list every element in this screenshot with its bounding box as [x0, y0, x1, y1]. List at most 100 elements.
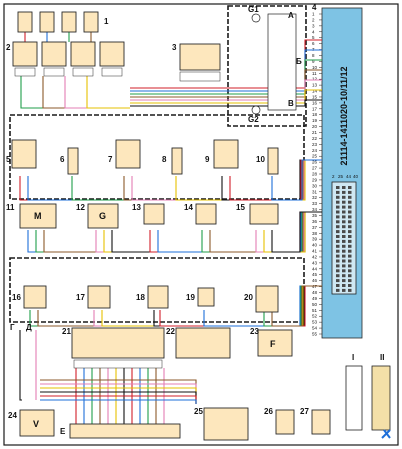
label-6: 6: [60, 155, 65, 164]
label-23: 23: [250, 327, 259, 336]
wire-sensor: [271, 211, 322, 253]
sensor-15: [249, 203, 279, 225]
wire-sensor: [43, 211, 322, 253]
ecu-connector-hole: [336, 269, 340, 273]
label-21: 21: [62, 327, 71, 336]
injectors: [12, 41, 125, 77]
ecu-pin-label: 9: [312, 59, 315, 64]
label-18: 18: [136, 293, 145, 302]
ecu-connector-hole: [336, 259, 340, 263]
ecu-connector-hole: [348, 288, 352, 292]
diagnostic-connector: [69, 423, 181, 439]
ecu-pin-label: 48: [312, 290, 318, 295]
wire-upper-bus: [130, 99, 322, 107]
label-2: 2: [6, 43, 11, 52]
ecu-connector-hole: [348, 274, 352, 278]
ecu-pin-label: 5: [312, 35, 315, 40]
instrument-cluster: [71, 327, 165, 359]
ecu-pin-label: 27: [312, 166, 318, 171]
ecu-connector-hole: [342, 284, 346, 287]
switch-26: [275, 409, 295, 435]
relay-letter-a: A: [288, 11, 294, 20]
ecu-pin-label: 43: [312, 260, 318, 265]
ecu-connector-hole: [342, 279, 346, 283]
ecu-connector-hole: [336, 190, 340, 194]
label-14: 14: [184, 203, 193, 212]
ecu-pin-label: 46: [312, 278, 318, 283]
ecu-pin-label: 24: [312, 148, 318, 153]
ecu-pin-label: 49: [312, 296, 318, 301]
ecu-connector-hole: [342, 259, 346, 263]
wire-sensor: [271, 159, 322, 201]
ecu-connector-hole: [342, 235, 346, 238]
ecu-pin-label: 40: [312, 243, 318, 248]
ecu-connector-hole: [348, 186, 352, 189]
wire-sensor: [35, 211, 322, 253]
label-17: 17: [76, 293, 85, 302]
label-8: 8: [162, 155, 167, 164]
ecu-pin-label: 42: [312, 254, 318, 259]
wire-bundle: [19, 32, 322, 424]
ecu-pin-label: 8: [312, 53, 315, 58]
ecu-connector-hole: [336, 244, 340, 248]
ecu-connector-hole: [342, 190, 346, 194]
ecu-connector-hole: [336, 186, 340, 189]
ignition-coils: [17, 11, 99, 33]
label-3: 3: [172, 43, 177, 52]
ecu-pin-label: 28: [312, 172, 318, 177]
wire-injector: [86, 76, 130, 109]
ecu-pin-label: 38: [312, 231, 318, 236]
ecu-connector-hole: [336, 249, 340, 253]
ecu-connector-hole: [348, 230, 352, 234]
ecu-connector-hole: [336, 264, 340, 268]
label-1: 1: [104, 17, 109, 26]
label-24: 24: [8, 411, 17, 420]
label-10: 10: [256, 155, 265, 164]
label-7: 7: [108, 155, 113, 164]
ecu-connector-hole: [336, 215, 340, 219]
label-4: 4: [312, 3, 317, 12]
ecu-connector-hole: [336, 279, 340, 283]
ecu-pin-label: 4: [312, 29, 315, 34]
ecu-pin-label: 51: [312, 308, 318, 313]
ecu-pin-label: 18: [312, 112, 318, 117]
ecu-connector-hole: [342, 249, 346, 253]
label-11: 11: [6, 203, 15, 212]
terminal-d: Д: [26, 323, 32, 332]
ecu-pin-label: 23: [312, 142, 318, 147]
ecu-pin-label: 14: [312, 89, 318, 94]
ecu-connector-hole: [342, 200, 346, 204]
ecu-pin-label: 29: [312, 177, 318, 182]
label-26: 26: [264, 407, 273, 416]
label-19: 19: [186, 293, 195, 302]
ecu-connector-hole: [336, 239, 340, 243]
ecu-connector-hole: [348, 235, 352, 238]
motor-letter: M: [34, 211, 42, 221]
ecu-connector-hole: [342, 215, 346, 219]
generator-g: [87, 203, 119, 229]
ecu-pin-label: 54: [312, 326, 318, 331]
ecu-connector-hole: [348, 269, 352, 273]
ecu-connector-hole: [342, 195, 346, 199]
wire-sensor: [159, 285, 322, 327]
label-9: 9: [205, 155, 210, 164]
connector-view-i-label: I: [352, 353, 354, 362]
ecu-connector-hole: [336, 274, 340, 278]
ecu-connector-hole: [336, 284, 340, 287]
ecu-pin-label: 6: [312, 41, 315, 46]
ecu-pin-label: 30: [312, 183, 318, 188]
connector-view-ii: [371, 365, 391, 431]
ecu-connector-hole: [348, 264, 352, 268]
label-12: 12: [76, 203, 85, 212]
fuse-letter: F: [270, 339, 276, 349]
ecu-pin-label: 22: [312, 136, 318, 141]
ecu-connector-hole: [336, 195, 340, 199]
wire-sensor: [37, 285, 322, 327]
sensor-row-upper: [11, 139, 279, 175]
ecu-part-number: 21114-1411020-10/11/12: [339, 66, 349, 165]
ecu-connector-hole: [348, 215, 352, 219]
shield-box-upper: [9, 114, 305, 200]
ecu-pin-label: 37: [312, 225, 318, 230]
fuse-f: [257, 329, 293, 357]
